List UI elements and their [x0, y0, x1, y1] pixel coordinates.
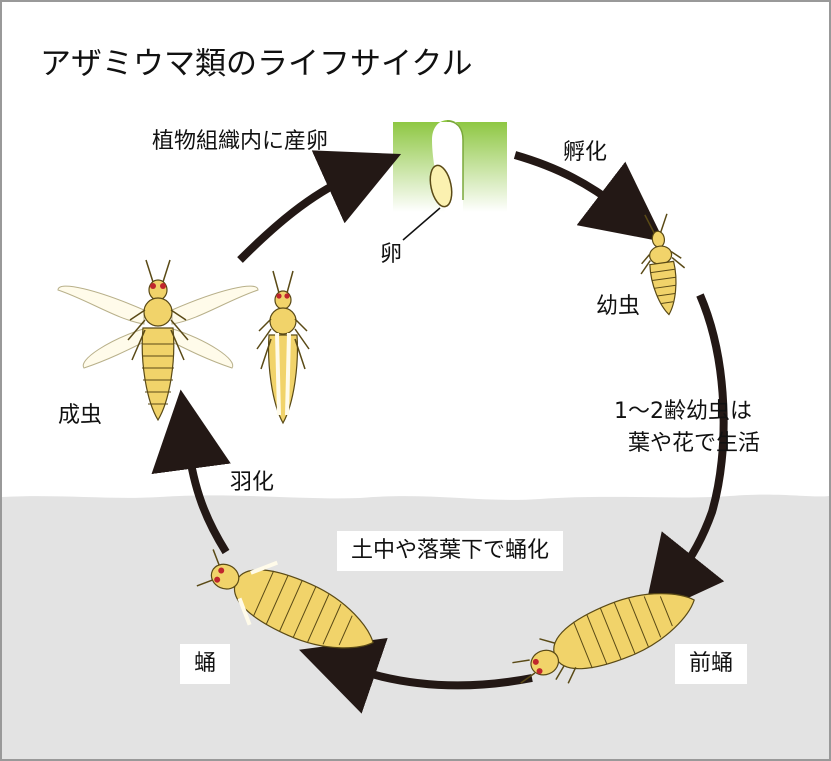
label-pupa: 蛹: [180, 644, 230, 684]
page-title: アザミウマ類のライフサイクル: [40, 38, 472, 83]
label-prepupa: 前蛹: [675, 644, 747, 684]
label-larva: 幼虫: [596, 293, 640, 321]
label-hatching: 孵化: [563, 139, 607, 167]
label-adult: 成虫: [58, 402, 102, 430]
label-emergence: 羽化: [230, 469, 274, 497]
label-egg: 卵: [380, 241, 402, 269]
label-larva-note-2: 葉や花で生活: [628, 430, 760, 458]
label-pupation: 土中や落葉下で蛹化: [337, 531, 563, 571]
label-larva-note-1: 1～2齢幼虫は: [614, 398, 752, 426]
label-egg-laying: 植物組織内に産卵: [152, 128, 328, 156]
